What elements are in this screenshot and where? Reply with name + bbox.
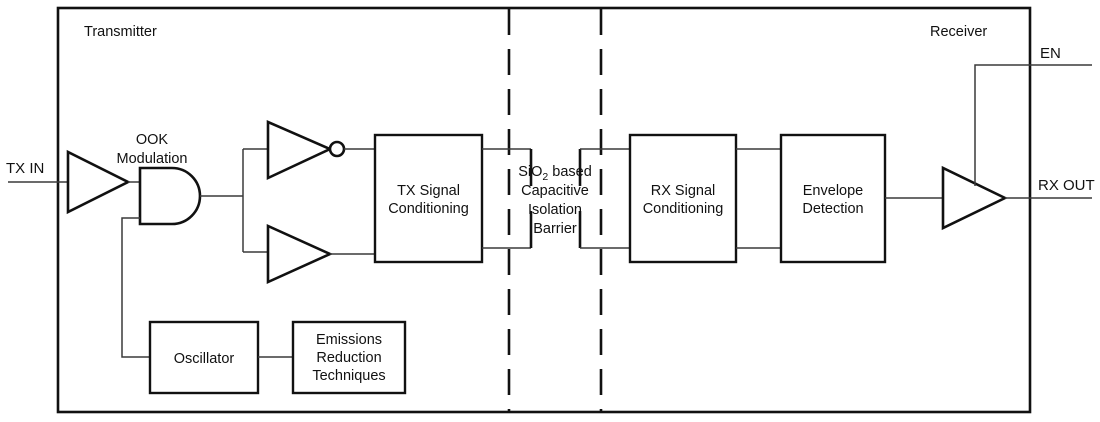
block-rx-signal-conditioning [628,133,738,264]
block-label-oscillator: Oscillator [174,351,235,367]
chip-outline [56,6,1032,414]
region-label-transmitter: Transmitter [84,24,157,40]
label-ook-line1: OOK [136,132,169,148]
block-label-emissions-line3: Techniques [312,368,385,384]
inverter-bubble-icon [328,140,346,158]
barrier-label-sio2-pre: SiO [518,164,542,180]
port-label-tx-in: TX IN [6,160,44,177]
block-label-emissions-line2: Reduction [316,350,381,366]
label-ook-line2: Modulation [117,151,188,167]
input-buffer-gate [66,149,131,215]
barrier-label-sio2-sub: 2 [542,171,548,183]
barrier-label-sio2-post: based [548,164,592,180]
barrier-label-line1: SiO2 based [518,164,592,183]
block-envelope-detection [779,133,887,264]
block-label-envelope-detection-line2: Detection [802,201,863,217]
port-label-rx-out: RX OUT [1038,177,1095,194]
block-label-tx-signal-conditioning-line1: TX Signal [397,183,460,199]
inverter-top-gate [266,120,334,181]
barrier-label-line3: Isolation [528,202,582,218]
block-label-envelope-detection-line1: Envelope [803,183,863,199]
block-tx-signal-conditioning [373,133,484,264]
buffer-bottom-gate [266,223,334,285]
wire-en [974,64,1092,186]
block-label-emissions-line1: Emissions [316,332,382,348]
barrier-label-line4: Barrier [533,221,577,237]
barrier-label-line2: Capacitive [521,183,589,199]
block-emissions-reduction [291,320,407,395]
port-label-en: EN [1040,45,1061,62]
block-label-rx-signal-conditioning-line1: RX Signal [651,183,715,199]
output-buffer-gate [941,165,1008,231]
region-label-receiver: Receiver [930,24,987,40]
block-label-tx-signal-conditioning-line2: Conditioning [388,201,469,217]
and-gate [138,166,202,226]
block-label-rx-signal-conditioning-line2: Conditioning [643,201,724,217]
wire-oscillator-to-and [121,217,150,358]
